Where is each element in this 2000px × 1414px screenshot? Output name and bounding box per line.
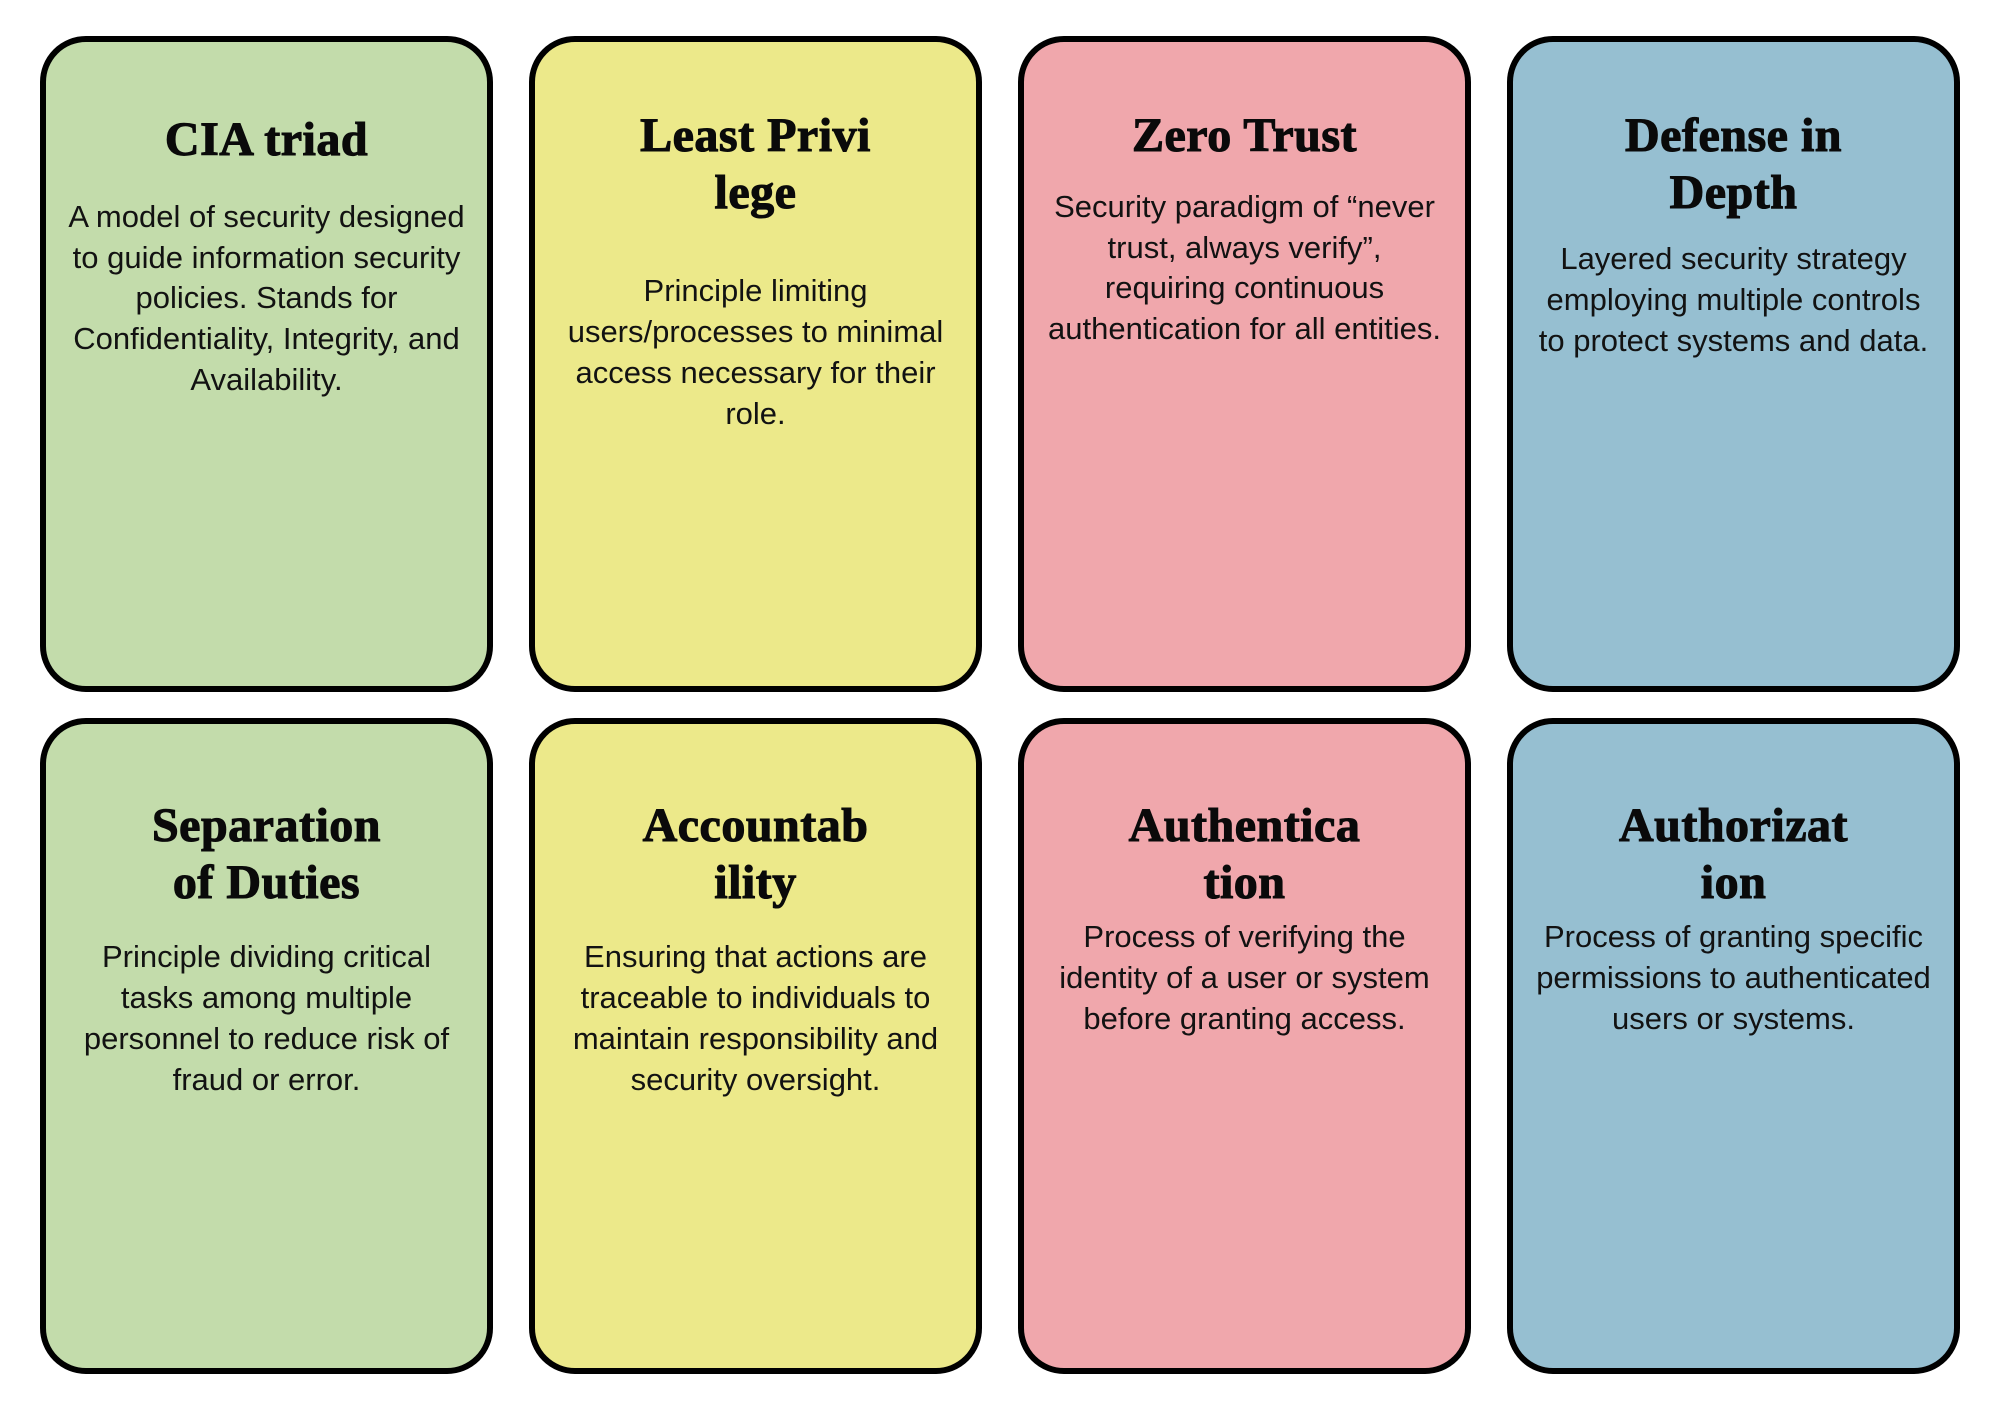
card-cia-triad[interactable]: CIA triad A model of security designed t… (40, 36, 493, 692)
card-body: Process of verifying the identity of a u… (1059, 919, 1430, 1037)
card-body: Principle limiting users/processes to mi… (567, 273, 944, 431)
card-zero-trust[interactable]: Zero Trust Security paradigm of “never t… (1018, 36, 1471, 692)
card-body: A model of security designed to guide in… (68, 198, 465, 398)
card-title: Accountability (642, 798, 869, 909)
card-body: Ensuring that actions are traceable to i… (572, 939, 939, 1097)
card-title: Authorization (1618, 798, 1848, 909)
card-accountability[interactable]: Accountability Ensuring that actions are… (529, 718, 982, 1374)
card-row-bottom: Separation of Duties Principle dividing … (40, 718, 1960, 1374)
card-separation-of-duties[interactable]: Separation of Duties Principle dividing … (40, 718, 493, 1374)
card-defense-in-depth[interactable]: Defense in Depth Layered security strate… (1507, 36, 1960, 692)
card-title: Defense in Depth (1624, 108, 1842, 219)
card-body: Process of granting specific permissions… (1536, 919, 1931, 1037)
card-title: Least Privilege (640, 108, 871, 219)
card-body: Principle dividing critical tasks among … (83, 939, 450, 1097)
card-title: Separation of Duties (151, 798, 381, 909)
card-row-top: CIA triad A model of security designed t… (40, 36, 1960, 692)
card-body: Layered security strategy employing mult… (1538, 241, 1929, 359)
card-title: Zero Trust (1131, 108, 1357, 162)
card-authentication[interactable]: Authentication Process of verifying the … (1018, 718, 1471, 1374)
card-least-privilege[interactable]: Least Privilege Principle limiting users… (529, 36, 982, 692)
card-title: Authentication (1128, 798, 1361, 909)
card-title: CIA triad (164, 112, 369, 166)
card-authorization[interactable]: Authorization Process of granting specif… (1507, 718, 1960, 1374)
card-body: Security paradigm of “never trust, alway… (1048, 188, 1441, 347)
